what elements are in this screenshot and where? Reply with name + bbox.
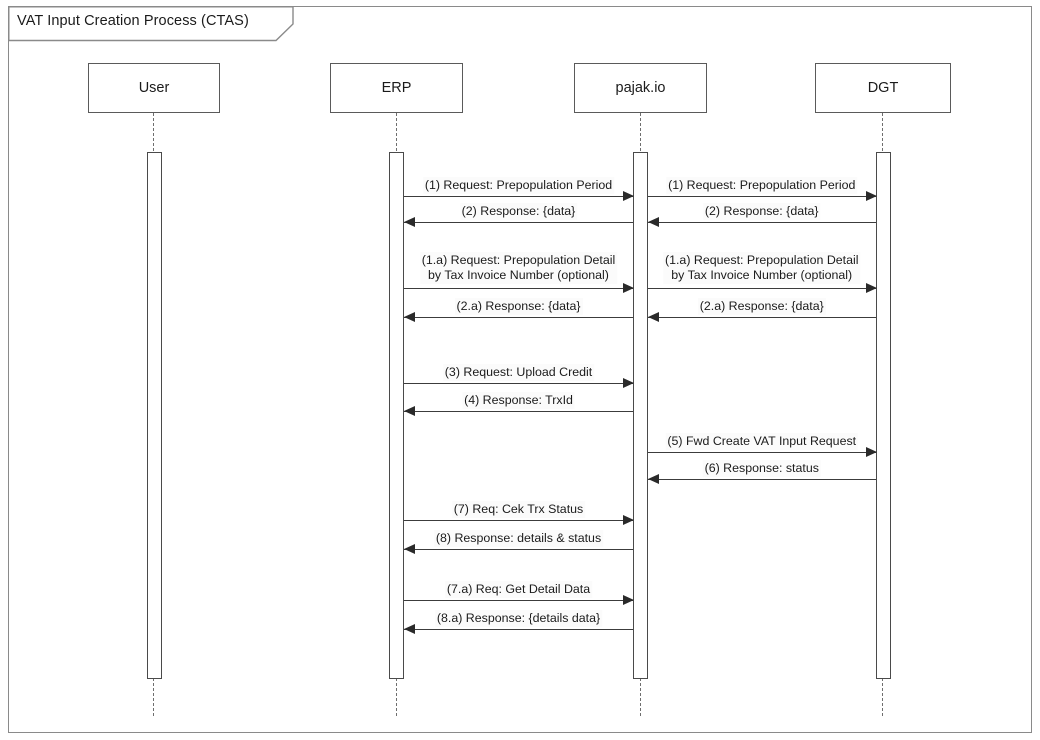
message-label-m1r: (1) Request: Prepopulation Period [666, 177, 858, 194]
message-label-m2ar: (2.a) Response: {data} [697, 298, 826, 315]
participant-label-pajakio: pajak.io [615, 80, 666, 96]
message-line-m7a [404, 600, 633, 601]
participant-box-dgt[interactable]: DGT [815, 63, 951, 113]
message-line-m8a [404, 629, 633, 630]
frame-title-label: VAT Input Creation Process (CTAS) [17, 13, 249, 29]
message-line-m3 [404, 383, 633, 384]
participant-box-user[interactable]: User [88, 63, 220, 113]
activation-bar-dgt[interactable] [875, 152, 891, 679]
participant-label-erp: ERP [381, 80, 412, 96]
message-label-m8: (8) Response: details & status [433, 530, 604, 547]
message-line-m2a [404, 317, 633, 318]
message-label-m2r: (2) Response: {data} [702, 203, 821, 220]
message-line-m7 [404, 520, 633, 521]
message-arrowhead-m4 [404, 406, 415, 416]
message-line-m1 [404, 196, 633, 197]
message-label-m1a: (1.a) Request: Prepopulation Detail by T… [419, 252, 618, 284]
message-arrowhead-m2ar [648, 312, 659, 322]
message-arrowhead-m6 [648, 474, 659, 484]
message-arrowhead-m1r [865, 191, 877, 201]
message-line-m1a [404, 288, 633, 289]
participant-box-pajakio[interactable]: pajak.io [574, 63, 707, 113]
message-line-m1r [648, 196, 876, 197]
message-arrowhead-m2a [404, 312, 415, 322]
message-label-m8a: (8.a) Response: {details data} [434, 610, 603, 627]
participant-label-dgt: DGT [867, 80, 899, 96]
message-label-m6: (6) Response: status [702, 460, 821, 477]
participant-box-erp[interactable]: ERP [330, 63, 463, 113]
message-label-m2: (2) Response: {data} [459, 203, 578, 220]
message-label-m7: (7) Req: Cek Trx Status [451, 501, 586, 518]
message-arrowhead-m1 [623, 191, 634, 201]
message-arrowhead-m8a [404, 624, 415, 634]
message-line-m2 [404, 222, 633, 223]
message-label-m7a: (7.a) Req: Get Detail Data [444, 581, 593, 598]
message-arrowhead-m5 [865, 447, 877, 457]
message-line-m2r [648, 222, 876, 223]
message-arrowhead-m2r [648, 217, 659, 227]
message-arrowhead-m7 [623, 515, 634, 525]
message-arrowhead-m3 [623, 378, 634, 388]
message-label-m2a: (2.a) Response: {data} [454, 298, 583, 315]
message-arrowhead-m8 [404, 544, 415, 554]
frame-title-tab [8, 6, 294, 42]
message-label-m3: (3) Request: Upload Credit [442, 364, 595, 381]
activation-bar-user[interactable] [146, 152, 162, 679]
message-label-m1: (1) Request: Prepopulation Period [422, 177, 615, 194]
message-line-m8 [404, 549, 633, 550]
message-line-m5 [648, 452, 876, 453]
message-arrowhead-m2 [404, 217, 415, 227]
message-arrowhead-m7a [623, 595, 634, 605]
participant-label-user: User [138, 80, 170, 96]
message-arrowhead-m1ar [865, 283, 877, 293]
activation-bar-erp[interactable] [389, 152, 404, 679]
message-label-m1ar: (1.a) Request: Prepopulation Detail by T… [662, 252, 861, 284]
activation-bar-pajakio[interactable] [633, 152, 648, 679]
message-arrowhead-m1a [623, 283, 634, 293]
message-line-m6 [648, 479, 876, 480]
message-line-m1ar [648, 288, 876, 289]
message-label-m4: (4) Response: TrxId [462, 392, 575, 409]
message-label-m5: (5) Fwd Create VAT Input Request [665, 433, 859, 450]
message-line-m4 [404, 411, 633, 412]
message-line-m2ar [648, 317, 876, 318]
